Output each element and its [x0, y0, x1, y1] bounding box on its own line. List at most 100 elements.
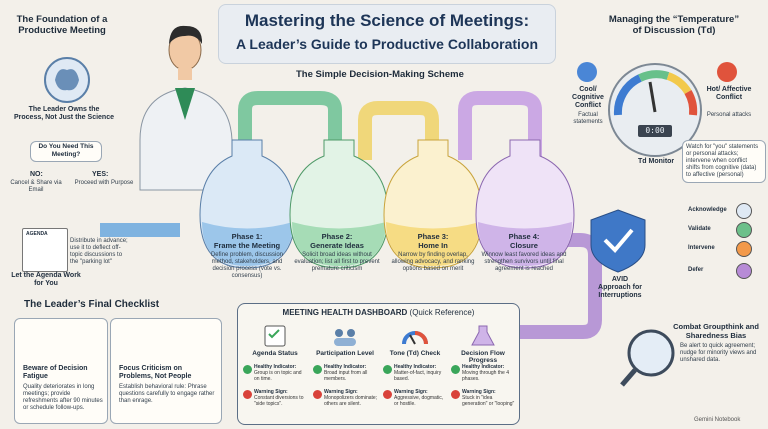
magnifier-icon [627, 329, 675, 377]
phase-4-subtitle: Closure [510, 241, 538, 250]
healthy-text: Group is on topic and on time. [254, 370, 302, 382]
people-icon [334, 329, 356, 346]
warning-text: Stuck in "idea generation" or "looping" [462, 395, 515, 407]
pipe-out [520, 233, 602, 339]
phase-3-title: Phase 3: [417, 232, 449, 241]
agenda-label: AGENDA [26, 231, 48, 237]
pipe-3-4 [458, 91, 542, 160]
no-label: NO: [30, 171, 43, 178]
checklist-item-1-title: Beware of Decision Fatigue [23, 365, 88, 380]
dashboard-subtitle: (Quick Reference) [409, 308, 475, 317]
dashboard-col-agenda: Agenda Status Healthy Indicator:Group is… [242, 324, 308, 419]
flask-phase-2 [289, 139, 389, 269]
warning-text: Constant diversions to "side topics". [254, 395, 304, 407]
temperature-title: Managing the “Temperature” of Discussion… [584, 14, 764, 36]
healthy-icon [313, 365, 322, 374]
phase-1-title: Phase 1: [231, 232, 263, 241]
warning-icon [243, 390, 252, 399]
meeting-health-dashboard: MEETING HEALTH DASHBOARD (Quick Referenc… [237, 303, 520, 425]
warning-icon [451, 390, 460, 399]
leader-owns-text: The Leader Owns the Process, Not Just th… [14, 106, 114, 121]
phase-1-subtitle: Frame the Meeting [213, 241, 281, 250]
warning-icon [383, 390, 392, 399]
warning-label: Warning Sign: [254, 389, 288, 395]
dashboard-col-tone: Tone (Td) Check Healthy Indicator:Matter… [382, 324, 448, 419]
dashboard-title: MEETING HEALTH DASHBOARD [282, 308, 408, 317]
healthy-text: Broad input from all members. [324, 370, 368, 382]
agenda-text: Distribute in advance; use it to deflect… [70, 238, 128, 265]
defer-icon [736, 263, 752, 279]
warning-indicator: Warning Sign:Monopolizers dominate; othe… [313, 389, 378, 407]
intervene-icon [736, 241, 752, 257]
warning-icon [313, 390, 322, 399]
healthy-label: Healthy Indicator: [254, 364, 297, 370]
healthy-icon [451, 365, 460, 374]
pipe-2-3 [358, 101, 439, 160]
phase-3: Phase 3: Home In Narrow by finding overl… [390, 232, 476, 273]
hot-face-icon [717, 62, 737, 82]
phase-2: Phase 2: Generate Ideas Solicit broad id… [294, 232, 380, 273]
yes-text: Proceed with Purpose [74, 180, 134, 186]
shield-icon [590, 209, 646, 273]
cool-conflict-text: Factual statements [573, 112, 603, 125]
flask-phase-3 [383, 139, 483, 269]
warning-text: Aggressive, dogmatic, or hostile. [394, 395, 444, 407]
yes-label: YES: [92, 171, 109, 178]
scheme-title: The Simple Decision-Making Scheme [296, 69, 464, 80]
healthy-indicator: Healthy Indicator:Moving through the 4 p… [451, 364, 516, 382]
phase-3-subtitle: Home In [418, 241, 448, 250]
hot-conflict-text: Personal attacks [706, 112, 752, 118]
healthy-indicator: Healthy Indicator:Group is on topic and … [243, 364, 308, 382]
temperature-title-line1: Managing the “Temperature” [608, 14, 740, 25]
avid-defer: Defer [688, 267, 704, 273]
flask-icon [471, 325, 495, 346]
healthy-indicator: Healthy Indicator:Broad input from all m… [313, 364, 378, 382]
no-text: Cancel & Share via Email [10, 180, 62, 193]
avid-acknowledge: Acknowledge [688, 207, 727, 213]
warning-text: Monopolizers dominate; others are silent… [324, 395, 378, 407]
dashboard-col-decision: Decision Flow Progress Healthy Indicator… [450, 324, 516, 419]
dashboard-col-decision-title: Decision Flow Progress [461, 350, 505, 364]
checklist-item-2: Focus Criticism on Problems, Not People … [110, 318, 222, 424]
phase-2-subtitle: Generate Ideas [310, 241, 364, 250]
clipboard-icon [264, 325, 286, 347]
warning-label: Warning Sign: [394, 389, 428, 395]
temperature-title-line2: of Discussion (Td) [632, 25, 716, 36]
phase-4: Phase 4: Closure Winnow least favored id… [480, 232, 568, 273]
foundation-title: The Foundation of a Productive Meeting [16, 14, 108, 36]
dashboard-col-participation-title: Participation Level [316, 350, 374, 357]
agenda-caption: Let the Agenda Work for You [11, 272, 81, 287]
agenda-clipboard-icon: AGENDA [22, 228, 68, 272]
healthy-text: Moving through the 4 phases. [462, 370, 509, 382]
dashboard-col-tone-title: Tone (Td) Check [389, 350, 441, 357]
groupthink-text: Be alert to quick agreement; nudge for m… [680, 343, 757, 363]
dashboard-col-agenda-title: Agenda Status [252, 350, 298, 357]
avid-title: AVID Approach for Interruptions [598, 276, 642, 299]
phase-4-title: Phase 4: [508, 232, 540, 241]
watch-note: Watch for "you" statements or personal a… [682, 140, 766, 183]
temperature-gauge-icon [608, 63, 702, 157]
warning-indicator: Warning Sign:Constant diversions to "sid… [243, 389, 308, 407]
leader-figure-icon [139, 25, 233, 191]
checklist-item-2-text: Establish behavioral rule: Phrase questi… [119, 384, 215, 404]
warning-indicator: Warning Sign:Aggressive, dogmatic, or ho… [383, 389, 448, 407]
main-subtitle: A Leader’s Guide to Productive Collabora… [235, 36, 539, 52]
groupthink-title: Combat Groupthink and Sharedness Bias [673, 322, 759, 340]
phase-3-text: Narrow by finding overlap, allowing advo… [391, 252, 475, 272]
phase-1-text: Define problem, discussion method, stake… [210, 252, 284, 279]
checklist-item-1-text: Quality deteriorates in long meetings; p… [23, 384, 103, 411]
healthy-label: Healthy Indicator: [462, 364, 505, 370]
validate-icon [736, 222, 752, 238]
phase-1: Phase 1: Frame the Meeting Define proble… [204, 232, 290, 280]
phase-2-text: Solicit broad ideas without evaluation; … [294, 252, 380, 272]
checklist-item-1: Beware of Decision Fatigue Quality deter… [14, 318, 108, 424]
warning-indicator: Warning Sign:Stuck in "idea generation" … [451, 389, 516, 407]
healthy-icon [383, 365, 392, 374]
avid-intervene: Intervene [688, 245, 715, 251]
warning-label: Warning Sign: [324, 389, 358, 395]
warning-label: Warning Sign: [462, 389, 496, 395]
healthy-label: Healthy Indicator: [324, 364, 367, 370]
healthy-icon [243, 365, 252, 374]
phase-4-text: Winnow least favored ideas and strengthe… [481, 252, 567, 272]
